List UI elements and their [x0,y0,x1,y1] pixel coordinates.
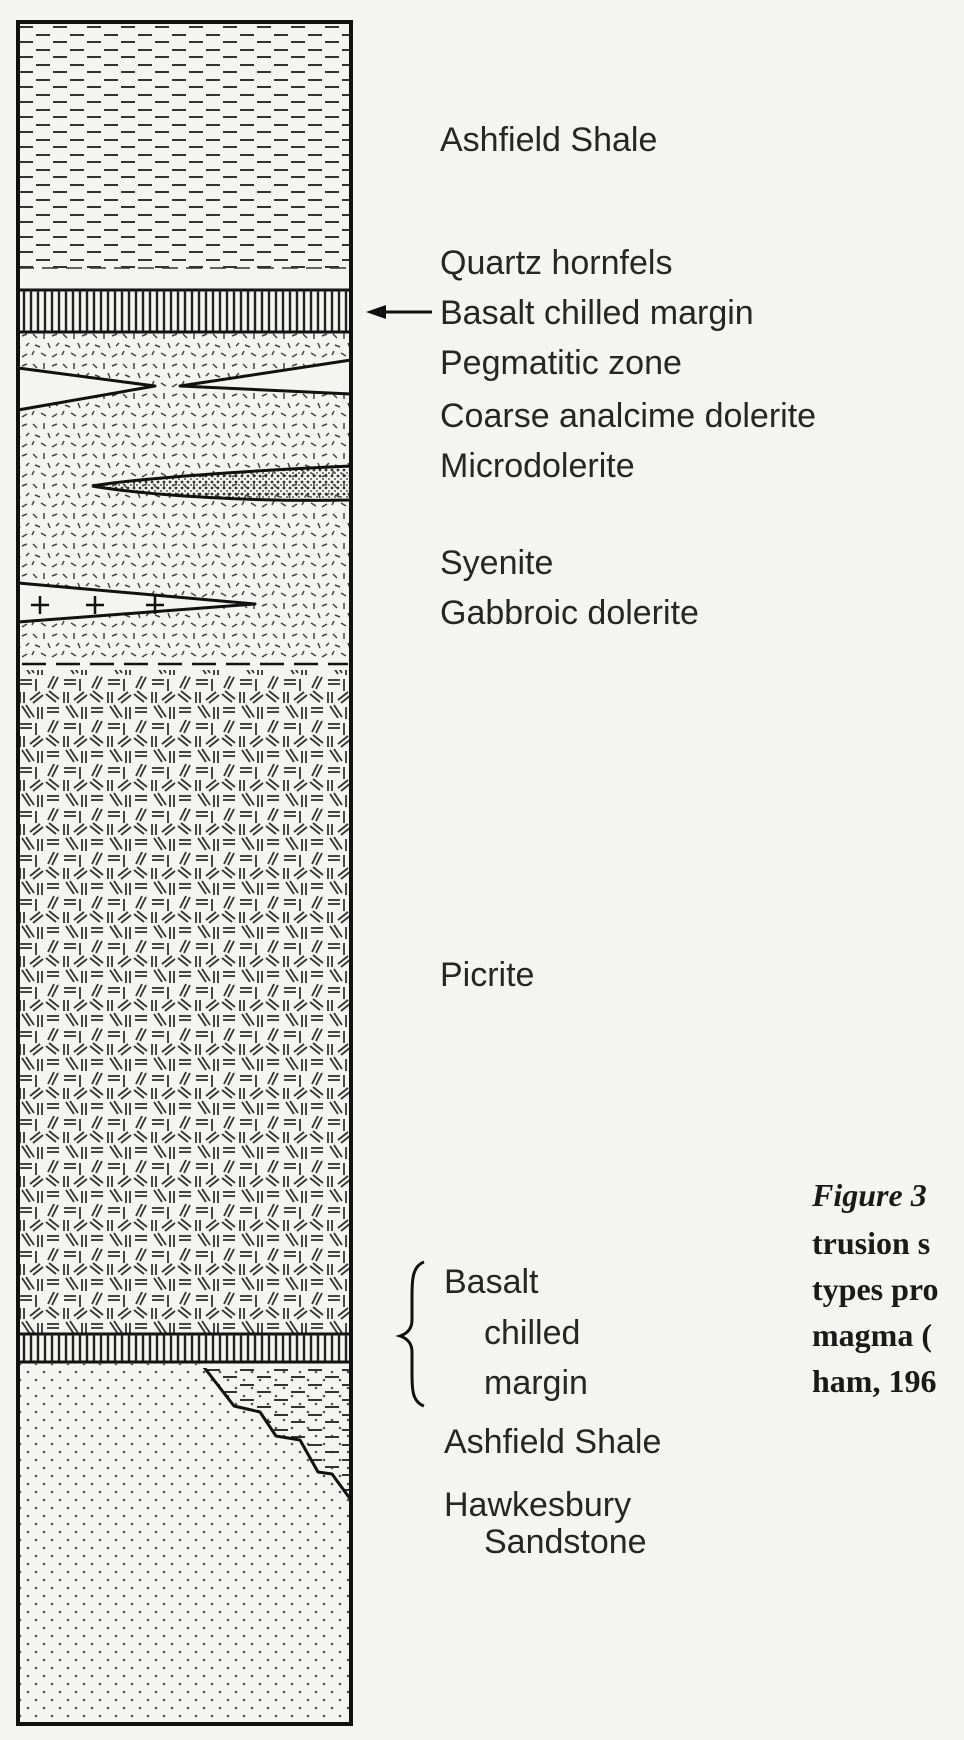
label-chilled-lower: chilled [484,1313,580,1353]
label-pegmatitic-zone: Pegmatitic zone [440,343,682,383]
caption-line-1: Figure 3 [812,1176,927,1214]
layer-quartz-hornfels [18,268,351,290]
label-quartz-hornfels: Quartz hornfels [440,243,672,283]
label-margin-lower: margin [484,1363,588,1403]
layer-ashfield-shale-upper [18,22,351,290]
layer-basalt-chilled-margin-lower [18,1334,351,1362]
layer-basalt-chilled-margin-upper [18,290,351,332]
label-basalt-chilled-margin: Basalt chilled margin [440,293,754,333]
label-hawkesbury: Hawkesbury [444,1485,631,1525]
label-ashfield-shale-top: Ashfield Shale [440,120,657,160]
label-gabbroic-dolerite: Gabbroic dolerite [440,593,699,633]
label-coarse-analcime-dolerite: Coarse analcime dolerite [440,396,816,436]
label-microdolerite: Microdolerite [440,446,635,486]
label-basalt-lower: Basalt [444,1262,539,1302]
brace-lower-chilled-margin [400,1262,424,1406]
caption-line-5: ham, 196 [812,1362,936,1400]
label-picrite: Picrite [440,955,534,995]
caption-line-3: types pro [812,1270,939,1308]
label-syenite: Syenite [440,543,553,583]
label-ashfield-shale-bottom: Ashfield Shale [444,1422,661,1462]
caption-line-2: trusion s [812,1224,930,1262]
arrow-chilled-margin [366,305,432,319]
layer-picrite [18,666,351,1334]
caption-line-4: magma ( [812,1316,932,1354]
label-sandstone: Sandstone [484,1522,647,1562]
